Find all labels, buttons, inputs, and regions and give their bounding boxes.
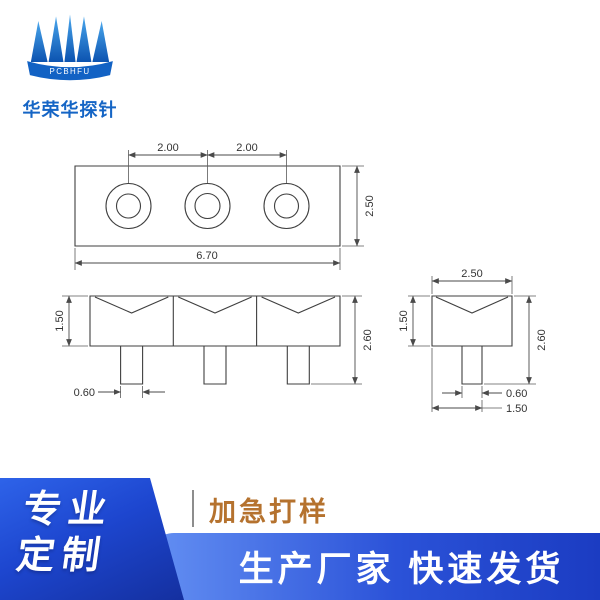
crown-spike bbox=[76, 16, 92, 63]
banner-vertical-text-line1: 专业 bbox=[20, 489, 117, 531]
banner-left-panel: 专业 定制 bbox=[0, 478, 184, 600]
dim-front-body-height-label: 1.50 bbox=[54, 310, 66, 331]
banner-vertical-text-line2: 定制 bbox=[13, 535, 110, 578]
logo-ribbon bbox=[27, 61, 113, 81]
dim-top-pitch-right-label: 2.00 bbox=[236, 142, 257, 154]
dim-side-width-label: 2.50 bbox=[461, 268, 482, 280]
banner-divider bbox=[192, 490, 194, 527]
logo-ribbon-text: PCBHFU bbox=[50, 67, 91, 76]
technical-drawing: 2.00 2.00 6.70 2.50 bbox=[54, 142, 548, 415]
banner-headline: 生产厂家 快速发货 bbox=[238, 550, 565, 589]
crown-spike bbox=[30, 21, 48, 63]
company-name: 华荣华探针 bbox=[22, 100, 118, 120]
dim-side-pin-width-label: 0.60 bbox=[506, 388, 527, 400]
dim-top-height-label: 2.50 bbox=[364, 195, 376, 216]
brand-logo: PCBHFU 华荣华探针 bbox=[14, 8, 126, 122]
front-view-drawing: 1.50 2.60 0.60 bbox=[54, 296, 374, 399]
dim-side-pin-offset-label: 1.50 bbox=[506, 403, 527, 415]
crown-spike bbox=[64, 14, 76, 63]
top-view-drawing: 2.00 2.00 6.70 2.50 bbox=[75, 142, 376, 270]
dim-side-body-height-label: 1.50 bbox=[398, 310, 410, 331]
banner-tag: 加急打样 bbox=[209, 497, 329, 527]
banner-blue-bar: 生产厂家 快速发货 bbox=[148, 533, 600, 600]
logo-crown-icon: PCBHFU bbox=[27, 14, 113, 81]
dim-top-width-label: 6.70 bbox=[196, 250, 217, 262]
dim-front-pin-width-label: 0.60 bbox=[74, 387, 95, 399]
crown-spike bbox=[48, 16, 64, 63]
dim-front-total-height-label: 2.60 bbox=[362, 329, 374, 350]
promo-banner: 生产厂家 快速发货 专业 定制 加急打样 bbox=[0, 478, 600, 600]
crown-spike bbox=[92, 21, 110, 63]
side-view-drawing: 2.50 1.50 2.60 0.60 1.50 bbox=[398, 268, 548, 415]
dim-top-pitch-left-label: 2.00 bbox=[157, 142, 178, 154]
dim-side-total-height-label: 2.60 bbox=[536, 329, 548, 350]
